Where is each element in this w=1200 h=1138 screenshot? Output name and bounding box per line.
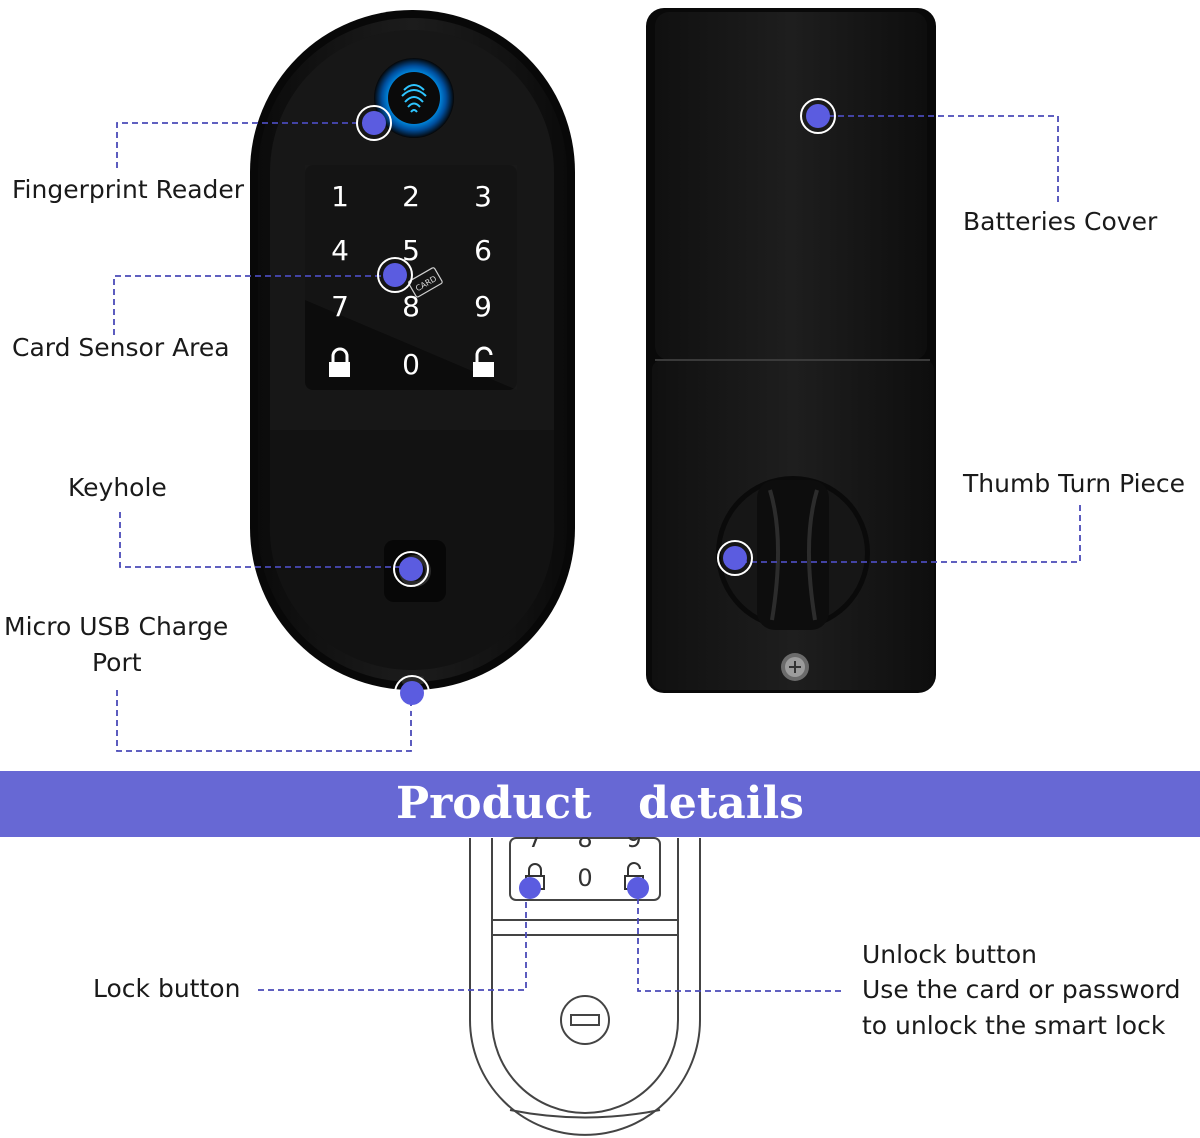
callout-markers xyxy=(356,98,836,899)
fingerprint-icon xyxy=(374,58,454,138)
key-0: 0 xyxy=(402,348,420,381)
marker-fingerprint xyxy=(356,105,392,141)
label-lock-button: Lock button xyxy=(93,974,241,1003)
label-unlock-line1: Unlock button xyxy=(862,940,1038,969)
label-thumb-turn-piece: Thumb Turn Piece xyxy=(963,469,1186,498)
key-9: 9 xyxy=(474,290,492,323)
lock-closed-icon xyxy=(329,347,350,377)
screw-icon xyxy=(781,653,809,681)
label-unlock-line3: to unlock the smart lock xyxy=(862,1011,1166,1040)
marker-batteries xyxy=(800,98,836,134)
lock-open-icon xyxy=(473,346,494,377)
label-card-sensor-area: Card Sensor Area xyxy=(12,333,230,362)
label-micro-usb-line1: Micro USB Charge xyxy=(4,612,229,641)
thumb-turn-icon xyxy=(716,476,870,630)
label-keyhole: Keyhole xyxy=(68,473,167,502)
banner-title: Product details xyxy=(396,778,804,829)
key-8: 8 xyxy=(402,290,420,323)
front-lock: 1 2 3 4 5 6 7 8 9 0 CARD xyxy=(250,10,575,690)
outline-key-0: 0 xyxy=(577,864,592,892)
label-batteries-cover: Batteries Cover xyxy=(963,207,1158,236)
marker-card xyxy=(377,257,413,293)
product-details-banner: Product details xyxy=(0,771,1200,837)
lock-outline-drawing xyxy=(469,837,701,1136)
marker-lock-button xyxy=(519,877,541,899)
back-lock xyxy=(646,8,936,693)
key-5: 5 xyxy=(402,234,420,267)
marker-usb xyxy=(394,675,430,711)
key-3: 3 xyxy=(474,180,492,213)
key-2: 2 xyxy=(402,180,420,213)
key-4: 4 xyxy=(331,234,349,267)
label-unlock-line2: Use the card or password xyxy=(862,975,1181,1004)
key-6: 6 xyxy=(474,234,492,267)
label-micro-usb-line2: Port xyxy=(92,648,142,677)
label-fingerprint-reader: Fingerprint Reader xyxy=(12,175,245,204)
marker-keyhole xyxy=(393,551,429,587)
marker-unlock-button xyxy=(627,877,649,899)
keypad-keys: 1 2 3 4 5 6 7 8 9 0 xyxy=(331,180,492,381)
key-1: 1 xyxy=(331,180,349,213)
key-7: 7 xyxy=(331,290,349,323)
callout-lines xyxy=(113,115,1081,992)
marker-thumb-turn xyxy=(717,540,753,576)
